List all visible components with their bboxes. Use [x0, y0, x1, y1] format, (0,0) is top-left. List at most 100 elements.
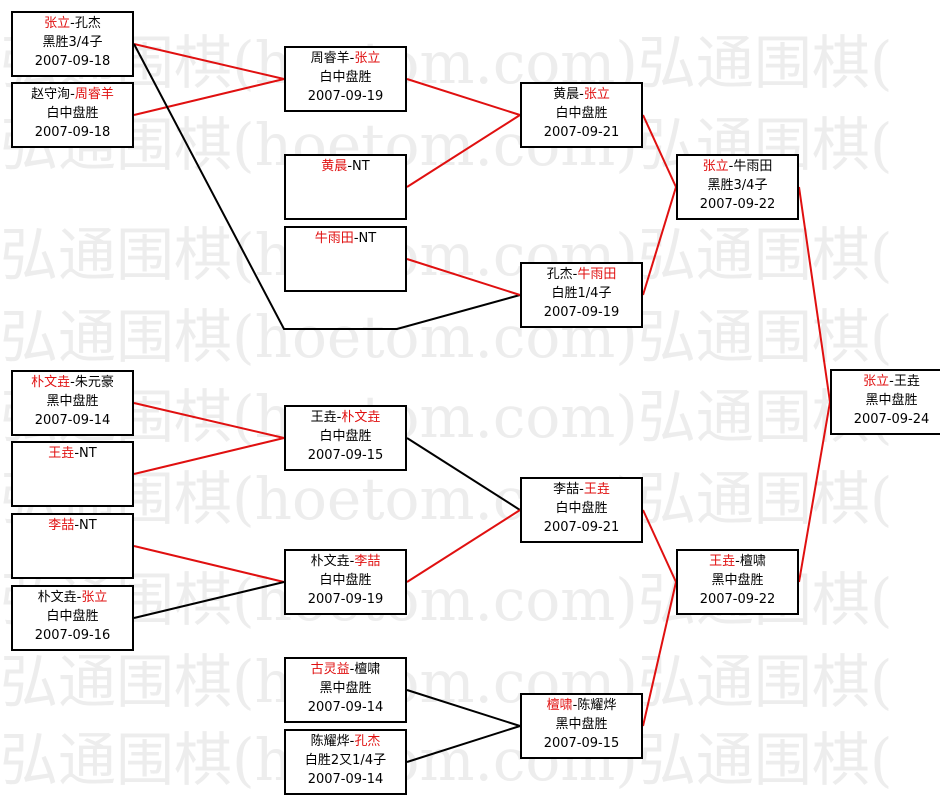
- match-players: 赵守洵-周睿羊: [13, 85, 132, 104]
- player-right: 张立: [354, 51, 381, 66]
- player-left: 朴文垚: [37, 590, 77, 605]
- player-right: NT: [79, 446, 97, 461]
- player-left: 牛雨田: [314, 231, 354, 246]
- match-date: 2007-09-14: [34, 413, 111, 428]
- match-date: 2007-09-16: [34, 628, 111, 643]
- match-players: 陈耀烨-孔杰: [286, 732, 405, 751]
- winner-connector: [133, 43, 285, 80]
- match-result: 白中盘胜: [46, 106, 99, 121]
- match-players: 牛雨田-NT: [286, 229, 405, 248]
- winner-connector: [133, 437, 285, 475]
- match-result: 白胜1/4子: [551, 286, 612, 301]
- player-separator: -: [579, 87, 584, 102]
- player-right: 牛雨田: [577, 267, 617, 282]
- match-players: 李喆-NT: [13, 516, 132, 535]
- match-result: 白中盘胜: [319, 573, 372, 588]
- player-left: 张立: [863, 374, 890, 389]
- player-left: 朴文垚: [310, 554, 350, 569]
- match-date: 2007-09-22: [699, 592, 776, 607]
- match-players: 张立-王垚: [832, 372, 940, 391]
- player-separator: -: [336, 410, 342, 425]
- player-left: 李喆: [553, 482, 580, 497]
- player-left: 陈耀烨: [310, 734, 350, 749]
- player-right: 王垚: [583, 482, 610, 497]
- match-players: 黄晨-NT: [286, 157, 405, 176]
- player-right: NT: [358, 231, 377, 246]
- player-left: 张立: [702, 159, 729, 174]
- player-right: 周睿羊: [74, 87, 114, 102]
- match-result: 白中盘胜: [319, 70, 372, 85]
- player-separator: -: [347, 159, 353, 174]
- match-box: 牛雨田-NT: [284, 226, 407, 292]
- match-result: 黑中盘胜: [46, 394, 99, 409]
- player-left: 黄晨: [321, 159, 348, 174]
- match-date: 2007-09-18: [34, 125, 111, 140]
- match-result: 白胜2又1/4子: [304, 753, 387, 768]
- match-players: 朴文垚-李喆: [286, 552, 405, 571]
- match-box: 檀啸-陈耀烨黑中盘胜 2007-09-15: [520, 693, 643, 759]
- player-right: 王垚: [893, 374, 920, 389]
- player-left: 王垚: [709, 554, 736, 569]
- match-players: 檀啸-陈耀烨: [522, 696, 641, 715]
- player-left: 孔杰: [546, 267, 573, 282]
- loser-connector: [133, 43, 521, 330]
- loser-connector: [406, 725, 521, 763]
- player-left: 古灵益: [310, 662, 350, 677]
- player-right: 陈耀烨: [577, 698, 617, 713]
- player-separator: -: [579, 482, 584, 497]
- match-date: 2007-09-19: [307, 89, 384, 104]
- match-players: 周睿羊-张立: [286, 49, 405, 68]
- winner-connector: [642, 186, 677, 296]
- match-date: 2007-09-15: [543, 736, 620, 751]
- player-left: 赵守洵: [31, 87, 71, 102]
- match-result: 白中盘胜: [319, 429, 372, 444]
- match-date: 2007-09-15: [307, 448, 384, 463]
- player-separator: -: [70, 375, 75, 390]
- player-right: 李喆: [354, 554, 381, 569]
- player-right: 孔杰: [354, 734, 381, 749]
- match-players: 朴文垚-张立: [13, 588, 132, 607]
- player-right: 檀啸: [739, 554, 766, 569]
- match-players: 古灵益-檀啸: [286, 660, 405, 679]
- player-separator: -: [353, 231, 359, 246]
- player-left: 张立: [44, 16, 71, 31]
- player-right: 张立: [583, 87, 610, 102]
- player-separator: -: [728, 159, 734, 174]
- player-left: 王垚: [310, 410, 337, 425]
- match-date: 2007-09-18: [34, 54, 111, 69]
- match-date: 2007-09-19: [307, 592, 384, 607]
- winner-connector: [406, 114, 521, 188]
- match-players: 李喆-王垚: [522, 480, 641, 499]
- player-right: NT: [79, 518, 97, 533]
- player-separator: -: [76, 590, 82, 605]
- match-result: 白中盘胜: [46, 609, 99, 624]
- match-box: 朴文垚-张立白中盘胜 2007-09-16: [11, 585, 134, 651]
- match-box: 王垚-朴文垚白中盘胜 2007-09-15: [284, 405, 407, 471]
- loser-connector: [406, 689, 521, 727]
- player-separator: -: [349, 662, 355, 677]
- match-date: 2007-09-24: [853, 412, 930, 427]
- match-players: 朴文垚-朱元豪: [13, 373, 132, 392]
- winner-connector: [798, 401, 831, 583]
- match-result: 黑胜3/4子: [707, 178, 768, 193]
- player-separator: -: [70, 16, 75, 31]
- match-result: 白中盘胜: [555, 106, 608, 121]
- match-result: 黑中盘胜: [555, 717, 608, 732]
- match-players: 王垚-NT: [13, 444, 132, 463]
- player-left: 王垚: [48, 446, 75, 461]
- winner-connector: [133, 402, 285, 439]
- player-right: 朴文垚: [341, 410, 381, 425]
- winner-connector: [798, 186, 831, 403]
- player-right: 孔杰: [74, 16, 101, 31]
- match-result: 白中盘胜: [555, 501, 608, 516]
- player-separator: -: [572, 267, 578, 282]
- match-players: 黄晨-张立: [522, 85, 641, 104]
